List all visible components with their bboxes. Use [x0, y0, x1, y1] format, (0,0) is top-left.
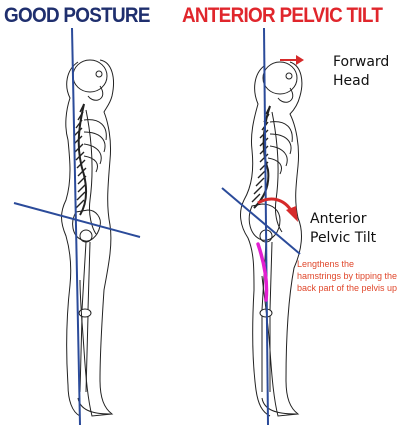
forward-head-label-line1: Forward [333, 53, 389, 71]
forward-head-label-line2: Head [333, 72, 370, 90]
forward-head-arrow-icon [280, 55, 304, 65]
anterior-pelvic-tilt-label-line2: Pelvic Tilt [310, 229, 376, 247]
anterior-pelvic-tilt-figure [241, 62, 302, 416]
hamstring-note-line2: hamstrings by tipping the [297, 271, 397, 282]
pelvic-rotation-arrow-icon [258, 199, 298, 222]
hamstring-note-line3: back part of the pelvis up [297, 283, 397, 294]
anterior-pelvic-tilt-label-line1: Anterior [310, 210, 367, 228]
hamstring-note-line1: Lengthens the [297, 259, 354, 270]
good-posture-figure [62, 60, 114, 416]
